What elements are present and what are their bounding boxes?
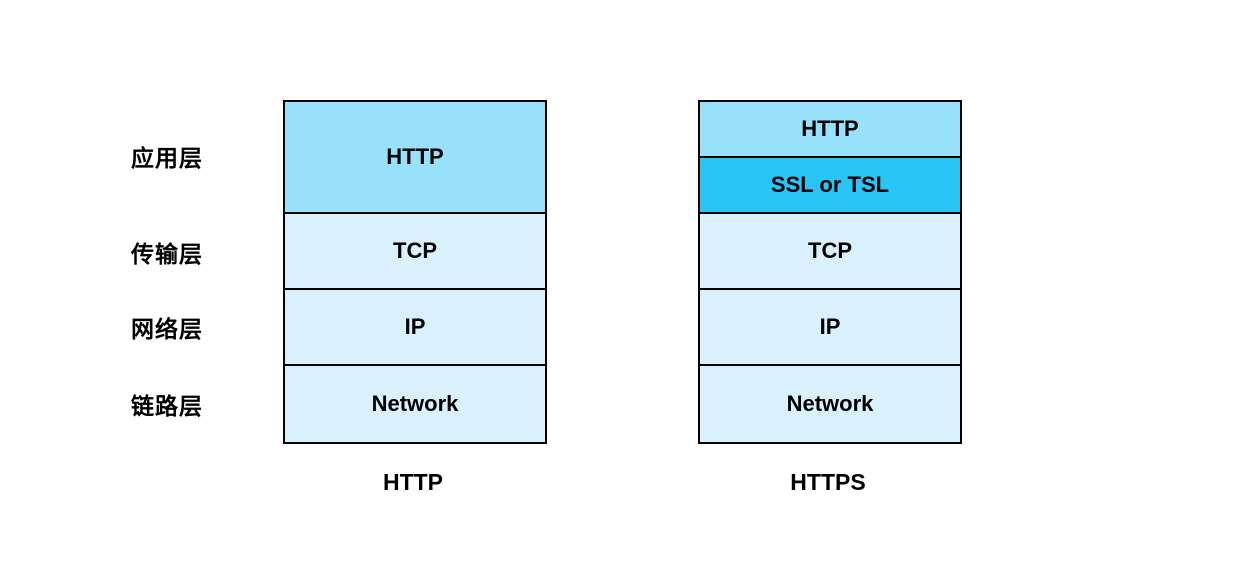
https-stack-cell-network: Network [700,366,960,442]
layer-label-application: 应用层 [131,145,203,171]
layer-label-link: 链路层 [131,393,203,419]
layer-label-network: 网络层 [131,316,203,342]
http-stack-caption: HTTP [382,469,444,495]
https-stack: HTTP SSL or TSL TCP IP Network [698,100,962,444]
https-stack-cell-ip: IP [700,290,960,366]
https-stack-caption: HTTPS [790,469,866,495]
http-stack-cell-ip: IP [285,290,545,366]
https-stack-cell-ssl: SSL or TSL [700,158,960,214]
http-stack-cell-tcp: TCP [285,214,545,290]
https-stack-cell-tcp: TCP [700,214,960,290]
layer-label-transport: 传输层 [131,241,203,267]
https-stack-cell-http: HTTP [700,102,960,158]
http-stack-cell-http: HTTP [285,102,545,214]
http-stack: HTTP TCP IP Network [283,100,547,444]
http-stack-cell-network: Network [285,366,545,442]
